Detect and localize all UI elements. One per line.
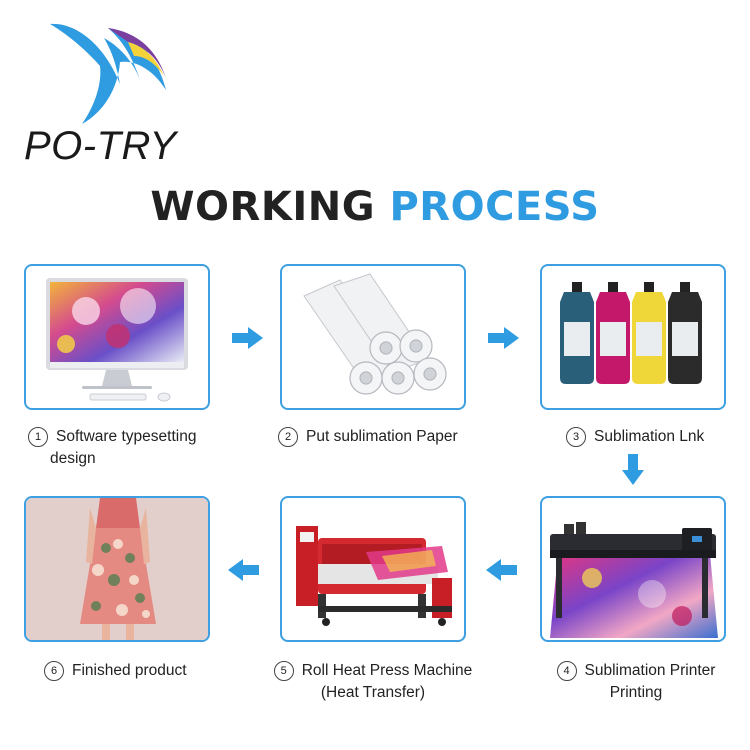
- brand-name: PO-TRY: [24, 124, 177, 168]
- step-number-5: 5: [273, 661, 294, 681]
- step-caption-3: 3 Sublimation Lnk: [566, 426, 704, 448]
- step-card-4: [540, 496, 726, 642]
- step-number-2: 2: [278, 427, 298, 447]
- step-card-2: [280, 264, 466, 410]
- step-label-4: Sublimation Printer: [584, 662, 716, 679]
- title-word-process: PROCESS: [389, 184, 600, 230]
- printer-icon: [550, 522, 718, 638]
- step-number-3: 3: [566, 427, 586, 447]
- step-number-4: 4: [556, 661, 577, 681]
- step-label-2: Put sublimation Paper: [306, 428, 458, 445]
- step-label-5-line2: (Heat Transfer): [320, 684, 426, 701]
- step-card-5: [280, 496, 466, 642]
- step-caption-6: 6 Finished product: [44, 660, 187, 682]
- paper-rolls-icon: [303, 273, 447, 395]
- step-caption-1: 1 Software typesetting design: [28, 426, 196, 470]
- step-number-1: 1: [28, 427, 48, 447]
- step-card-1: [24, 264, 210, 410]
- arrow-left-icon: [228, 559, 259, 581]
- heat-press-icon: [296, 526, 452, 626]
- step-card-3: [540, 264, 726, 410]
- step-label-4-line2: Printing: [609, 684, 663, 701]
- arrow-right-icon: [488, 327, 519, 349]
- step-card-6: [24, 496, 210, 642]
- dress-icon: [26, 498, 208, 640]
- page-title: WORKING PROCESS: [0, 184, 750, 230]
- step-number-6: 6: [44, 661, 64, 681]
- title-word-working: WORKING: [150, 184, 376, 230]
- potry-logo-icon: [50, 23, 166, 125]
- computer-icon: [46, 278, 188, 402]
- step-label-6: Finished product: [72, 662, 187, 679]
- step-caption-2: 2 Put sublimation Paper: [278, 426, 458, 448]
- step-caption-5: 5 Roll Heat Press Machine (Heat Transfer): [268, 660, 478, 704]
- arrow-down-icon: [622, 454, 644, 485]
- arrow-left-icon: [486, 559, 517, 581]
- step-caption-4: 4 Sublimation Printer Printing: [548, 660, 724, 704]
- ink-bottles-icon: [560, 282, 702, 384]
- step-label-1: Software typesetting: [56, 428, 197, 445]
- step-label-5: Roll Heat Press Machine: [301, 662, 473, 679]
- arrow-right-icon: [232, 327, 263, 349]
- step-label-1-line2: design: [50, 450, 96, 467]
- step-label-3: Sublimation Lnk: [594, 428, 705, 445]
